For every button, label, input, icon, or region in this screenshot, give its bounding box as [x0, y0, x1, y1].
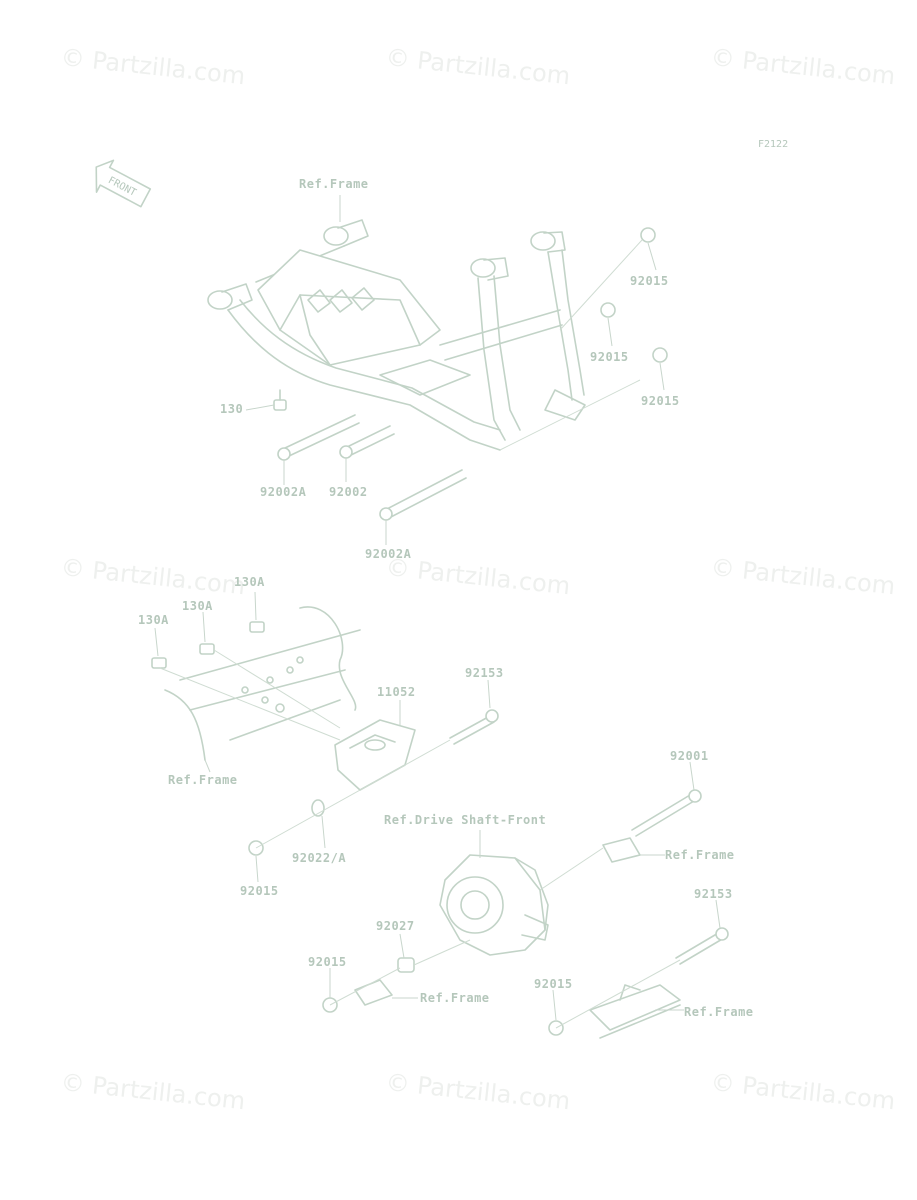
label-92022A: 92022/A	[292, 851, 346, 865]
bracket-ref-frame-c	[602, 837, 641, 863]
svg-text:FRONT: FRONT	[106, 175, 138, 199]
label-92002A-b: 92002A	[365, 547, 412, 561]
label-92153-a: 92153	[465, 666, 504, 680]
label-92015-a: 92015	[630, 274, 669, 288]
label-11052: 11052	[377, 685, 416, 699]
bolt-92002a-upper	[277, 414, 360, 461]
watermark-6: © Partzilla.com	[709, 553, 896, 600]
label-92015-e: 92015	[308, 955, 347, 969]
nut-92015-upper	[640, 227, 656, 243]
engine-mount-frame	[207, 219, 586, 451]
label-92002A-a: 92002A	[260, 485, 307, 499]
collar-92027	[397, 957, 415, 973]
label-92001: 92001	[670, 749, 709, 763]
label-92015-c: 92015	[641, 394, 680, 408]
bolt-130a-1	[151, 657, 167, 669]
watermark-8: © Partzilla.com	[384, 1068, 571, 1115]
figure-code: F2122	[758, 139, 788, 150]
bolt-92002	[339, 425, 395, 459]
bracket-11052	[334, 719, 416, 791]
bolt-92153-b	[675, 927, 729, 965]
watermark-9: © Partzilla.com	[709, 1068, 896, 1115]
label-ref-frame-top: Ref.Frame	[299, 177, 369, 191]
front-arrow-icon: FRONT	[95, 159, 152, 208]
engine-case-section	[164, 606, 361, 761]
label-ref-frame-e: Ref.Frame	[684, 1005, 754, 1019]
label-130A-b: 130A	[182, 599, 213, 613]
label-92002: 92002	[329, 485, 368, 499]
bolt-92153-a	[449, 709, 499, 745]
bolt-92001	[631, 789, 702, 837]
bracket-ref-frame-e	[589, 984, 681, 1039]
label-ref-frame-c: Ref.Frame	[665, 848, 735, 862]
nut-92015-middle	[600, 302, 616, 318]
label-92027: 92027	[376, 919, 415, 933]
watermark-5: © Partzilla.com	[384, 553, 571, 600]
label-ref-frame-d: Ref.Frame	[420, 991, 490, 1005]
bolt-92002a-lower	[379, 469, 467, 521]
label-130A-c: 130A	[138, 613, 169, 627]
bracket-ref-frame-d	[354, 979, 393, 1006]
label-ref-frame-mid: Ref.Frame	[168, 773, 238, 787]
watermark-4: © Partzilla.com	[59, 553, 246, 600]
label-130: 130	[220, 402, 243, 416]
label-92153-b: 92153	[694, 887, 733, 901]
watermark-3: © Partzilla.com	[709, 43, 896, 90]
bolt-130a-2	[199, 643, 215, 655]
label-ref-drive-shaft: Ref.Drive Shaft-Front	[384, 813, 546, 827]
bolt-130	[273, 389, 287, 411]
watermark-7: © Partzilla.com	[59, 1068, 246, 1115]
nut-92015-lower	[652, 347, 668, 363]
label-130A-a: 130A	[234, 575, 265, 589]
watermark-1: © Partzilla.com	[59, 43, 246, 90]
label-92015-b: 92015	[590, 350, 629, 364]
label-92015-d: 92015	[240, 884, 279, 898]
label-92015-f: 92015	[534, 977, 573, 991]
watermark-2: © Partzilla.com	[384, 43, 571, 90]
bolt-130a-3	[249, 621, 265, 633]
front-final-gear-case	[439, 854, 549, 956]
